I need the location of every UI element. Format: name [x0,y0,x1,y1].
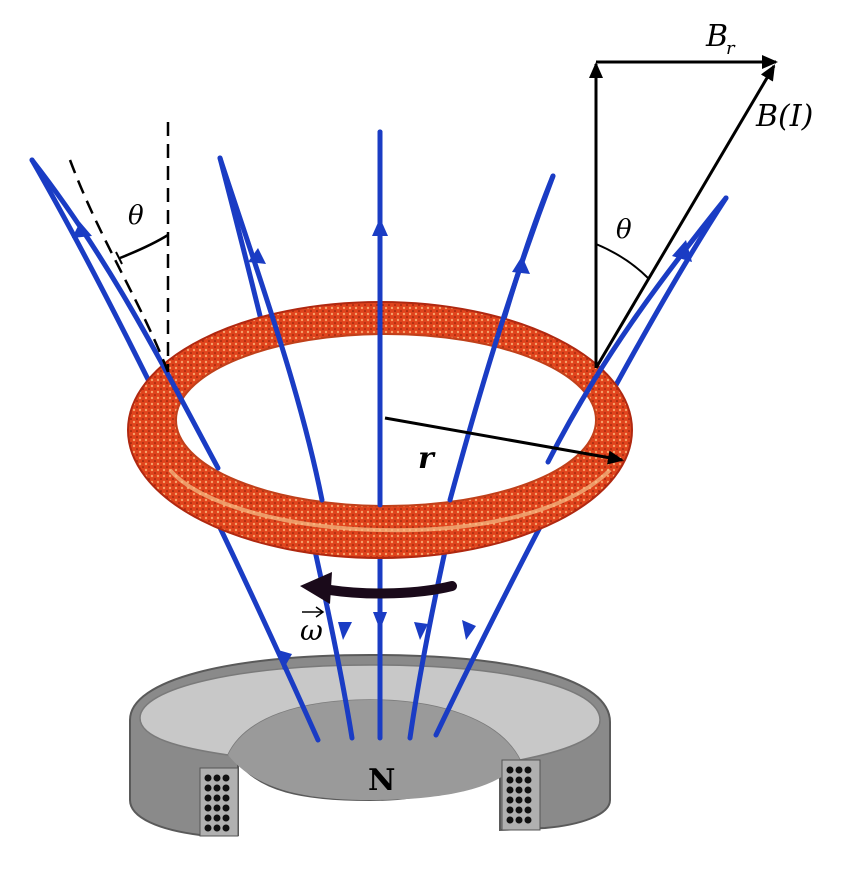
rotation-indicator: ω [300,572,457,647]
right-angle-arc [595,243,649,279]
left-coil-block [199,767,239,837]
tangent-dashed-line [68,159,170,373]
field-line-2-front [217,155,325,503]
br-subscript: r [726,38,736,59]
theta-left-label: θ [128,201,144,231]
radius-label: r [418,441,436,476]
rotation-arrowhead [300,572,332,604]
omega-vector-arrow [302,606,325,618]
horseshoe-magnet [129,653,611,837]
ring-hole [175,333,597,507]
ring-front-highlight [168,468,612,533]
arrowhead-lower-5 [462,620,476,640]
radius-arrow [384,416,624,465]
arrowhead-lower-3 [373,612,387,630]
arrowhead-lower-1 [278,650,292,670]
north-pole-label: N [368,763,395,798]
br-label: B [705,19,728,54]
field-line-1-front [29,157,221,471]
left-angle-construction: θ [68,122,170,373]
arrowhead-lower-4 [414,622,428,640]
field-lines-front [29,129,729,508]
bi-label: B(I) [755,99,813,134]
radius-vector: r [384,416,624,476]
bi-resultant-arrow [594,64,776,369]
rotation-arrow-body [325,581,457,599]
field-line-5-front [545,195,729,465]
omega-label: ω [300,614,323,647]
magnet-inner-wall [228,700,520,800]
right-coil-block [501,759,541,831]
arrowhead-lower-2 [338,622,352,640]
theta-right-label: θ [616,215,632,245]
left-angle-tick [115,251,123,265]
field-vector-triangle: θ B r B(I) [589,19,813,369]
left-angle-arc [119,233,169,260]
field-line-4-front [447,173,556,503]
